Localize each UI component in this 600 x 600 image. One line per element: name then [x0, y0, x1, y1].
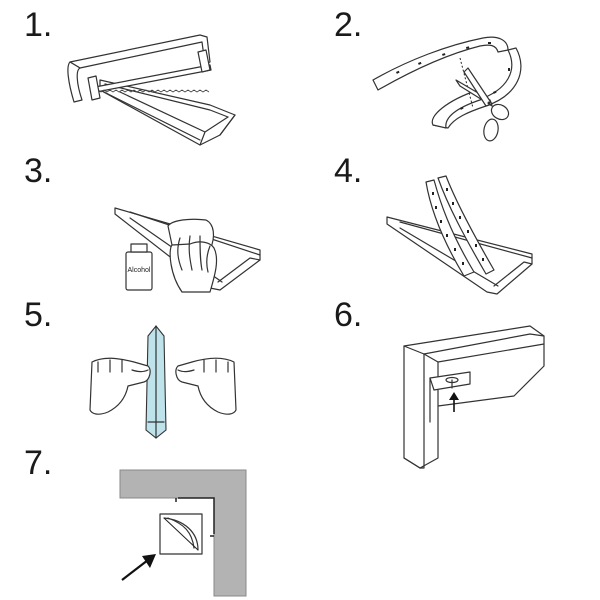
- step-number-4: 4.: [334, 152, 363, 190]
- cleaning-profile-with-alcohol-icon: Alcohol: [114, 207, 261, 293]
- step-number-1: 1.: [24, 6, 53, 44]
- step-number-2: 2.: [334, 6, 363, 44]
- corner-profile-installation-icon: [119, 469, 247, 597]
- scissors-cutting-led-strip-icon: [372, 36, 522, 142]
- screw-mounting-clip-icon: [403, 325, 545, 469]
- attaching-diffuser-cover-icon: [89, 325, 237, 439]
- saw-cutting-profile-icon: [67, 34, 236, 146]
- step-number-7: 7.: [24, 444, 53, 482]
- inserting-led-strip-icon: [386, 175, 533, 295]
- bottle-label: Alcohol: [128, 267, 151, 274]
- step-number-6: 6.: [334, 296, 363, 334]
- step-number-5: 5.: [24, 296, 53, 334]
- step-number-3: 3.: [24, 152, 53, 190]
